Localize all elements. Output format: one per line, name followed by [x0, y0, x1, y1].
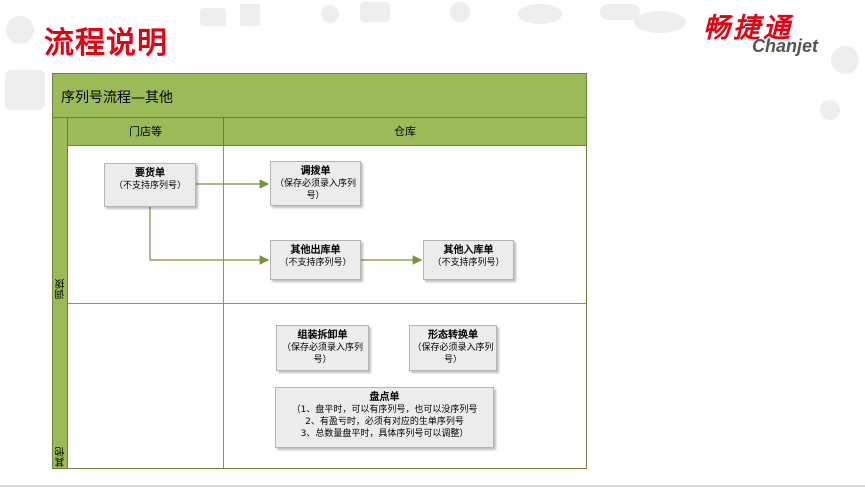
node-name: 形态转换单 — [428, 330, 478, 341]
column-header-warehouse: 仓库 — [224, 118, 586, 146]
background-decoration — [5, 2, 859, 120]
node-name: 其他出库单 — [290, 245, 341, 256]
bottom-divider — [0, 485, 865, 487]
node-note: （不支持序列号） — [432, 258, 505, 268]
node-name: 其他入库单 — [443, 245, 494, 256]
lane-label-column — [53, 118, 68, 468]
node-name: 要货单 — [135, 168, 165, 179]
node-form-conversion: 形态转换单 （保存必须录入序列号） — [409, 325, 497, 371]
flowchart-title: 序列号流程—其他 — [61, 90, 173, 106]
column-divider — [223, 146, 224, 468]
lane-divider — [68, 303, 586, 304]
node-request-order: 要货单 （不支持序列号） — [104, 163, 196, 207]
node-name: 组装拆卸单 — [297, 330, 348, 341]
node-name: 调拨单 — [300, 166, 331, 177]
node-assembly-disassembly: 组装拆卸单 （保存必须录入序列号） — [276, 325, 369, 371]
lane-label-transfer: 调拨 — [56, 279, 67, 299]
node-note: （保存必须录入序列号） — [412, 343, 494, 365]
node-transfer-order: 调拨单 （保存必须录入序列号） — [270, 161, 361, 206]
node-stocktake: 盘点单 （1、盘平时，可以有序列号，也可以没序列号 2、有盈亏时，必须有对应的生… — [275, 387, 494, 448]
flowchart-header: 序列号流程—其他 — [53, 74, 586, 118]
node-note-line: （1、盘平时，可以有序列号，也可以没序列号 — [291, 405, 478, 415]
node-other-outbound: 其他出库单 （不支持序列号） — [270, 240, 361, 280]
node-note-line: 3、总数量盘平时，具体序列号可以调整） — [300, 429, 469, 439]
node-note: （保存必须录入序列号） — [274, 179, 356, 201]
node-name: 盘点单 — [369, 392, 400, 403]
brand-logo-en: Chanjet — [752, 36, 819, 56]
column-header-store: 门店等 — [68, 118, 224, 146]
node-note: （保存必须录入序列号） — [281, 343, 363, 365]
page-title: 流程说明 — [44, 26, 168, 61]
lane-label-other: 其他 — [56, 447, 67, 467]
node-note: （不支持序列号） — [113, 181, 186, 191]
brand-logo-cn: 畅捷通 — [703, 13, 793, 44]
node-other-inbound: 其他入库单 （不支持序列号） — [423, 240, 514, 280]
node-note-line: 2、有盈亏时，必须有对应的生单序列号 — [305, 417, 464, 427]
node-note: （不支持序列号） — [279, 258, 352, 268]
